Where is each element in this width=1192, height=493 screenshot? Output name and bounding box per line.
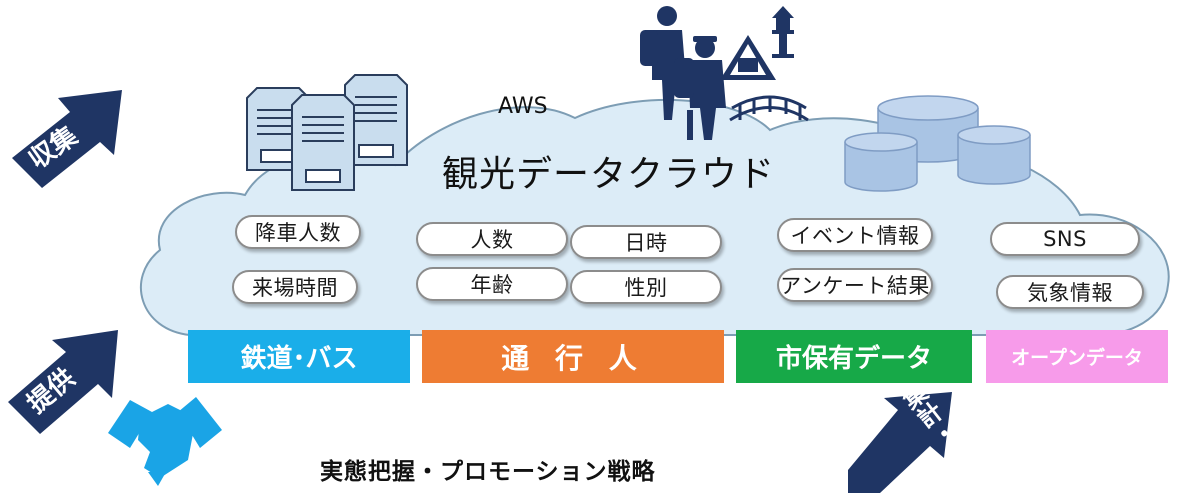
house-icon (720, 35, 776, 80)
handshake-icon (108, 397, 222, 486)
pill-event-info: イベント情報 (777, 218, 933, 252)
provide-arrow (8, 330, 118, 434)
bridge-icon (729, 95, 809, 122)
collect-arrow (12, 90, 122, 188)
tourist-icon (640, 6, 726, 140)
source-band-open-data: オープンデータ (986, 330, 1168, 383)
pill-weather: 気象情報 (996, 275, 1144, 309)
bottom-title: 実態把握・プロモーション戦略 (320, 459, 656, 485)
source-band-foot-traffic: 通 行 人 (422, 330, 724, 383)
pill-people-count: 人数 (416, 222, 568, 256)
database-icon (844, 95, 1031, 192)
pill-datetime: 日時 (570, 225, 722, 259)
pill-arrival-time: 来場時間 (232, 270, 358, 304)
pill-alighting-count: 降車人数 (235, 215, 361, 249)
aggregate-arrow (848, 392, 952, 493)
source-band-railway-bus: 鉄道･バス (188, 330, 410, 383)
pill-sns: SNS (990, 222, 1140, 256)
lantern-icon (772, 6, 794, 58)
source-band-city-data: 市保有データ (736, 330, 972, 383)
pill-gender: 性別 (570, 270, 722, 304)
aws-label: AWS (498, 94, 548, 119)
pill-age: 年齢 (416, 267, 568, 301)
server-icon (246, 74, 408, 191)
pill-survey-results: アンケート結果 (777, 268, 933, 302)
cloud-title: 観光データクラウド (442, 154, 776, 195)
